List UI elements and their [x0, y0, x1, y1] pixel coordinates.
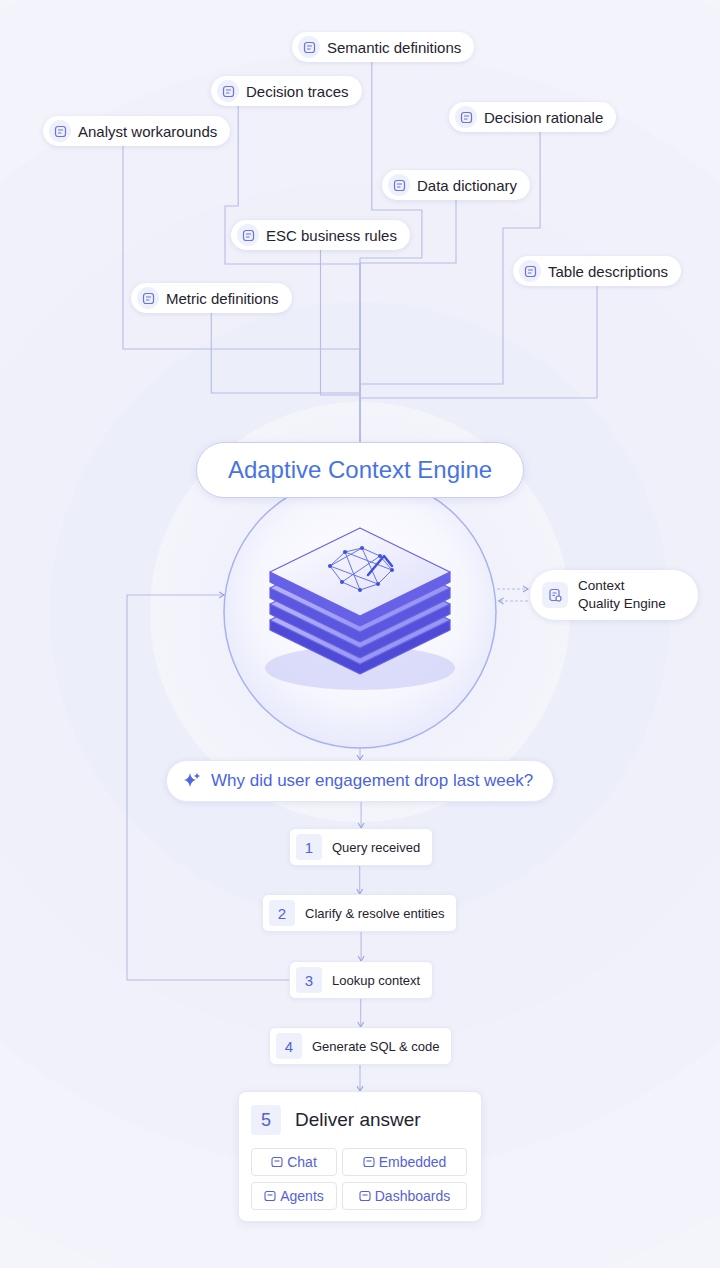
step-label: Lookup context — [332, 973, 420, 988]
process-step: 1 Query received — [289, 828, 433, 866]
source-tag: Semantic definitions — [292, 32, 474, 62]
source-icon — [137, 287, 159, 309]
channel-icon — [271, 1156, 287, 1168]
source-label: Table descriptions — [548, 263, 668, 280]
connector — [360, 62, 422, 442]
channel-button: Dashboards — [342, 1182, 467, 1210]
process-step: 3 Lookup context — [289, 961, 433, 999]
channel-icon — [264, 1190, 280, 1202]
source-icon — [237, 224, 259, 246]
sparkle-icon — [183, 772, 211, 790]
quality-label: Context Quality Engine — [578, 577, 670, 612]
step-number: 4 — [276, 1033, 302, 1059]
question-text: Why did user engagement drop last week? — [211, 771, 533, 791]
source-label: ESC business rules — [266, 227, 397, 244]
source-tag: Table descriptions — [513, 256, 681, 286]
connector — [321, 250, 361, 442]
connector — [361, 802, 362, 828]
source-tag: Data dictionary — [382, 170, 530, 200]
channel-label: Dashboards — [375, 1188, 451, 1204]
channel-button: Embedded — [342, 1148, 467, 1176]
channel-label: Chat — [287, 1154, 317, 1170]
step-number: 3 — [296, 967, 322, 993]
source-icon — [388, 174, 410, 196]
deliver-title: Deliver answer — [295, 1109, 421, 1131]
connector — [360, 132, 540, 442]
channel-label: Agents — [280, 1188, 324, 1204]
step-number: 2 — [269, 900, 295, 926]
connector — [211, 313, 360, 442]
connector — [359, 866, 360, 894]
connector — [359, 748, 360, 760]
engine-title: Adaptive Context Engine — [228, 456, 492, 484]
connector — [359, 1065, 360, 1091]
process-step: 4 Generate SQL & code — [269, 1027, 452, 1065]
source-icon — [519, 260, 541, 282]
step-number: 1 — [296, 834, 322, 860]
source-tag: ESC business rules — [231, 220, 410, 250]
question-box: Why did user engagement drop last week? — [166, 760, 554, 802]
source-label: Data dictionary — [417, 177, 517, 194]
deliver-box: 5 Deliver answerChat EmbeddedAgents Dashboa… — [238, 1091, 482, 1222]
step-number: 5 — [251, 1105, 281, 1135]
engine-pill: Adaptive Context Engine — [196, 442, 524, 498]
source-label: Analyst workarounds — [78, 123, 217, 140]
connector — [360, 286, 597, 442]
channel-label: Embedded — [379, 1154, 447, 1170]
process-step: 2 Clarify & resolve entities — [262, 894, 457, 932]
source-label: Decision rationale — [484, 109, 603, 126]
step-label: Clarify & resolve entities — [305, 906, 444, 921]
connector — [497, 588, 528, 589]
source-label: Metric definitions — [166, 290, 279, 307]
step-label: Generate SQL & code — [312, 1039, 439, 1054]
source-icon — [298, 36, 320, 58]
step-label: Query received — [332, 840, 420, 855]
source-label: Decision traces — [246, 83, 349, 100]
source-label: Semantic definitions — [327, 39, 461, 56]
connector — [360, 999, 361, 1027]
connector — [499, 600, 528, 601]
quality-icon — [542, 582, 568, 608]
connector — [225, 106, 360, 442]
source-tag: Analyst workarounds — [43, 116, 230, 146]
source-tag: Decision traces — [211, 76, 362, 106]
connector — [123, 146, 360, 442]
channel-button: Agents — [251, 1182, 337, 1210]
source-icon — [49, 120, 71, 142]
channel-icon — [359, 1190, 375, 1202]
channel-button: Chat — [251, 1148, 337, 1176]
quality-engine-box: Context Quality Engine — [530, 570, 698, 620]
source-icon — [455, 106, 477, 128]
channel-icon — [363, 1156, 379, 1168]
connector — [361, 932, 362, 961]
source-tag: Metric definitions — [131, 283, 292, 313]
source-tag: Decision rationale — [449, 102, 616, 132]
source-icon — [217, 80, 239, 102]
